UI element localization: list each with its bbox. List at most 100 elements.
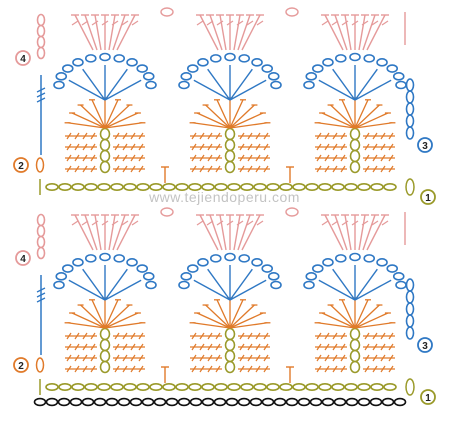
row4-bar <box>131 220 139 226</box>
row2-dc-bar <box>255 165 261 173</box>
row2-fan-stitch <box>317 122 356 129</box>
row2-dc-bar <box>114 154 120 162</box>
row2-dc-bar <box>114 343 120 351</box>
row4-picot <box>285 207 299 217</box>
row2-dc-bar <box>364 365 370 373</box>
row2-dc-bar <box>90 365 96 373</box>
row2-dc-bar <box>66 165 72 173</box>
chain-stitch <box>123 183 137 192</box>
chain-stitch <box>321 397 335 407</box>
chain-stitch <box>273 397 287 407</box>
chain-stitch <box>72 258 84 267</box>
chain-stitch <box>395 280 407 290</box>
chain-stitch <box>240 183 254 192</box>
chain-stitch <box>227 382 241 391</box>
row2-fan-stitch <box>216 99 231 129</box>
chain-stitch <box>53 280 65 290</box>
chain-stitch <box>363 254 376 263</box>
row2-fan-stitch <box>229 104 255 129</box>
row2-fan-stitch <box>104 112 139 129</box>
row2-dc-bar <box>74 332 80 340</box>
row2-dc-bar <box>255 154 261 162</box>
chain-stitch <box>224 360 236 374</box>
row4-bar <box>111 220 119 226</box>
chain-stitch <box>55 72 68 81</box>
row2-fan-stitch <box>205 304 231 329</box>
row-marker <box>15 50 31 66</box>
row4-stitch <box>74 214 94 251</box>
row3-dc <box>193 79 231 101</box>
chain-stitch <box>344 183 358 192</box>
chain-stitch <box>81 397 95 407</box>
row-marker-label: 1 <box>425 193 431 204</box>
row2-dc-bar <box>138 365 144 373</box>
row4-bar <box>246 20 254 26</box>
row2-dc-bar <box>388 332 394 340</box>
row2-dc-bar <box>316 354 322 362</box>
row4-stitch <box>219 14 227 51</box>
row-marker <box>13 157 29 173</box>
chain-stitch <box>58 183 72 192</box>
chain-stitch <box>344 382 358 391</box>
row2-fan-stitch <box>91 299 106 329</box>
row2-dc-bar <box>263 154 269 162</box>
row3-edge-bar <box>36 97 46 103</box>
row4-bar <box>236 20 244 26</box>
row4-bar <box>196 220 204 226</box>
chain-stitch <box>97 183 111 192</box>
chain-stitch <box>292 382 306 391</box>
row4-bar <box>206 20 214 26</box>
row4-bar <box>321 220 329 226</box>
row4-bar <box>381 220 389 226</box>
row2-dc-bar <box>199 343 205 351</box>
chain-stitch <box>136 264 149 273</box>
chain-stitch <box>363 54 376 63</box>
chain-stitch <box>72 58 84 67</box>
row2-dc-bar <box>239 354 245 362</box>
chain-stitch <box>357 382 371 391</box>
row3-edge-bar <box>36 87 46 93</box>
row2-dc-bar <box>364 343 370 351</box>
chain-stitch <box>370 183 384 192</box>
row2-dc-bar <box>324 165 330 173</box>
row2-turn-chain <box>35 357 45 373</box>
row2-dc-bar <box>82 343 88 351</box>
row4-bar <box>351 220 359 226</box>
row2-fan-stitch <box>317 322 356 329</box>
row4-bar <box>91 220 99 226</box>
row2-dc-bar <box>122 343 128 351</box>
row4-stitch <box>209 14 223 51</box>
row2-dc-bar <box>138 154 144 162</box>
row-marker-label: 2 <box>18 161 24 172</box>
row4-bar <box>371 220 379 226</box>
chain-stitch <box>110 183 124 192</box>
row2-dc-bar <box>90 143 96 151</box>
row2-dc-bar <box>340 165 346 173</box>
chain-stitch <box>113 54 126 63</box>
row2-fan-stitch <box>354 322 393 329</box>
row4-bar <box>71 220 79 226</box>
row2-dc-bar <box>191 132 197 140</box>
chain-stitch <box>209 54 222 63</box>
chain-stitch <box>370 382 384 391</box>
row2-dc-bar <box>239 132 245 140</box>
row2-dc-bar <box>90 332 96 340</box>
row2-fan-stitch <box>354 299 369 329</box>
row3-edge-bar <box>36 287 46 293</box>
row4-stitch <box>112 214 126 251</box>
chain-stitch <box>162 183 176 192</box>
row2-dc-bar <box>114 165 120 173</box>
row2-dc-bar <box>191 154 197 162</box>
row2-dc-bar <box>199 143 205 151</box>
chain-stitch <box>175 183 189 192</box>
row2-dc-bar <box>263 365 269 373</box>
row2-dc-bar <box>199 154 205 162</box>
chain-stitch <box>267 72 280 81</box>
row2-dc-bar <box>247 354 253 362</box>
chain-stitch <box>376 258 388 267</box>
row-marker-label: 3 <box>422 141 428 152</box>
row2-dc-bar <box>138 143 144 151</box>
row2-dc-bar <box>372 143 378 151</box>
row2-fan-stitch <box>205 104 231 129</box>
row2-fan-stitch <box>67 122 106 129</box>
